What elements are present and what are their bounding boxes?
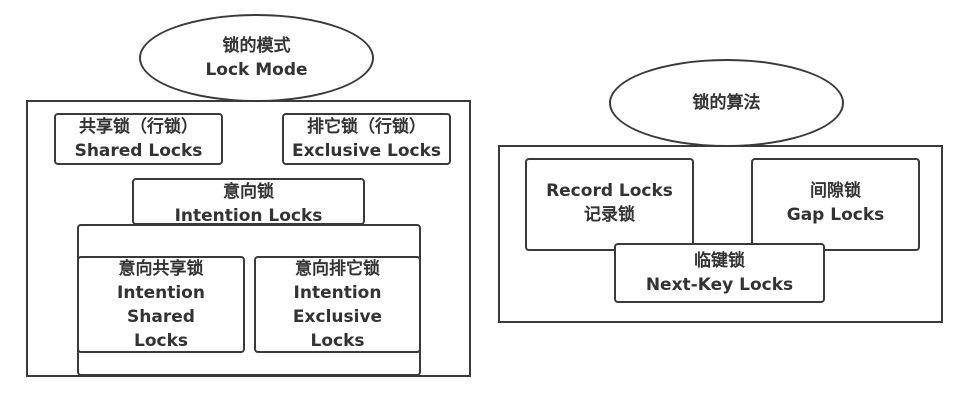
record-locks-cn: 记录锁	[584, 204, 635, 225]
intention-shared-en-line2: Shared	[127, 306, 195, 327]
next-key-locks-box: 临键锁 Next-Key Locks	[614, 243, 825, 303]
lock-algorithm-title-cn: 锁的算法	[692, 93, 761, 113]
exclusive-locks-en: Exclusive Locks	[291, 141, 442, 161]
record-locks-box: Record Locks 记录锁	[525, 158, 694, 251]
intention-shared-en-line3: Locks	[133, 330, 188, 351]
intention-locks-box: 意向锁 Intention Locks	[132, 178, 365, 226]
lock-mode-title-en: Lock Mode	[205, 60, 308, 80]
intention-exclusive-en-line2: Exclusive	[292, 306, 383, 327]
intention-exclusive-en-line1: Intention	[293, 282, 382, 303]
exclusive-locks-box: 排它锁（行锁） Exclusive Locks	[282, 113, 451, 165]
intention-shared-locks-box: 意向共享锁 Intention Shared Locks	[77, 256, 245, 353]
exclusive-locks-cn: 排它锁（行锁）	[307, 117, 426, 137]
intention-locks-en: Intention Locks	[174, 206, 323, 226]
shared-locks-cn: 共享锁（行锁）	[79, 117, 198, 137]
next-key-locks-cn: 临键锁	[694, 251, 745, 271]
shared-locks-box: 共享锁（行锁） Shared Locks	[54, 113, 223, 165]
lock-mode-title-cn: 锁的模式	[222, 36, 291, 56]
gap-locks-box: 间隙锁 Gap Locks	[751, 158, 920, 251]
intention-exclusive-locks-box: 意向排它锁 Intention Exclusive Locks	[254, 256, 421, 353]
next-key-locks-en: Next-Key Locks	[645, 275, 794, 295]
lock-mode-title-ellipse: 锁的模式 Lock Mode	[139, 14, 374, 102]
record-locks-en: Record Locks	[546, 180, 673, 201]
intention-exclusive-cn: 意向排它锁	[295, 258, 380, 279]
intention-shared-cn: 意向共享锁	[118, 258, 204, 279]
intention-shared-en-line1: Intention	[117, 282, 205, 303]
lock-algorithm-title-ellipse: 锁的算法	[609, 59, 844, 147]
shared-locks-en: Shared Locks	[74, 141, 203, 161]
intention-locks-cn: 意向锁	[223, 182, 274, 202]
intention-exclusive-en-line3: Locks	[310, 330, 365, 351]
gap-locks-cn: 间隙锁	[810, 180, 861, 201]
gap-locks-en: Gap Locks	[786, 204, 885, 225]
